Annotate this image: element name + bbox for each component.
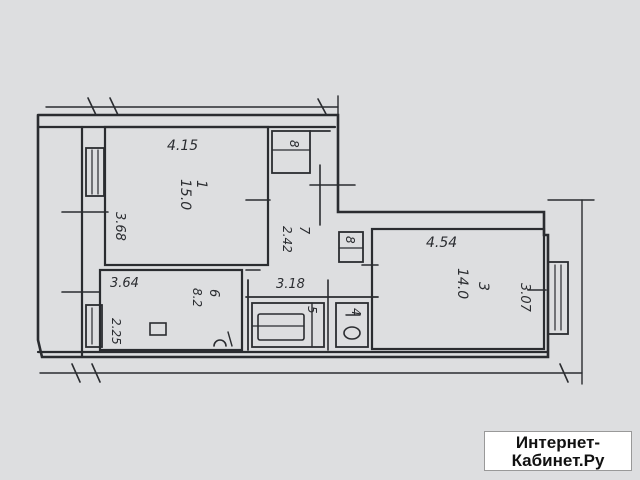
bathroom: [251, 302, 325, 348]
room-3-depth: 3.07: [517, 283, 532, 313]
room-1-depth: 3.68: [112, 212, 127, 241]
room-6-number: 6: [206, 289, 221, 297]
closet-label: 8: [343, 236, 357, 244]
dimension-line-top: [45, 95, 339, 119]
room-3-walls: [361, 227, 547, 351]
toilet: [335, 302, 369, 348]
room-3-width: 4.54: [426, 235, 457, 251]
hall-number: 7: [296, 226, 311, 235]
room-1-area: 15.0: [177, 179, 193, 210]
dimension-line-bottom: [39, 199, 595, 385]
closet-near-room-3: [338, 231, 364, 263]
room-1-walls: [61, 125, 271, 267]
hall-dim-b: 3.18: [276, 277, 305, 292]
closet-label: 4: [349, 308, 363, 316]
room-3-area: 14.0: [454, 268, 470, 299]
hallway-walls: [245, 130, 379, 351]
closet-label: 8: [287, 140, 301, 148]
room-1-number: 1: [193, 180, 209, 189]
room-6-width: 3.64: [110, 276, 139, 291]
watermark-line-2: Кабинет.Ру: [511, 451, 605, 470]
room-1-width: 4.15: [167, 138, 198, 154]
watermark-line-1: Интернет-: [515, 433, 601, 452]
watermark-badge: Интернет- Кабинет.Ру: [484, 431, 632, 471]
balcony-right: [547, 261, 569, 335]
room-6-walls: [61, 268, 244, 352]
hall-dim-a: 2.42: [280, 226, 294, 253]
room-6-area: 8.2: [190, 288, 204, 307]
closet-label: 5: [305, 306, 319, 314]
room-3-number: 3: [475, 282, 491, 291]
balcony-left: [85, 147, 105, 348]
room-6-depth: 2.25: [109, 318, 123, 345]
outer-walls: [36, 113, 550, 359]
